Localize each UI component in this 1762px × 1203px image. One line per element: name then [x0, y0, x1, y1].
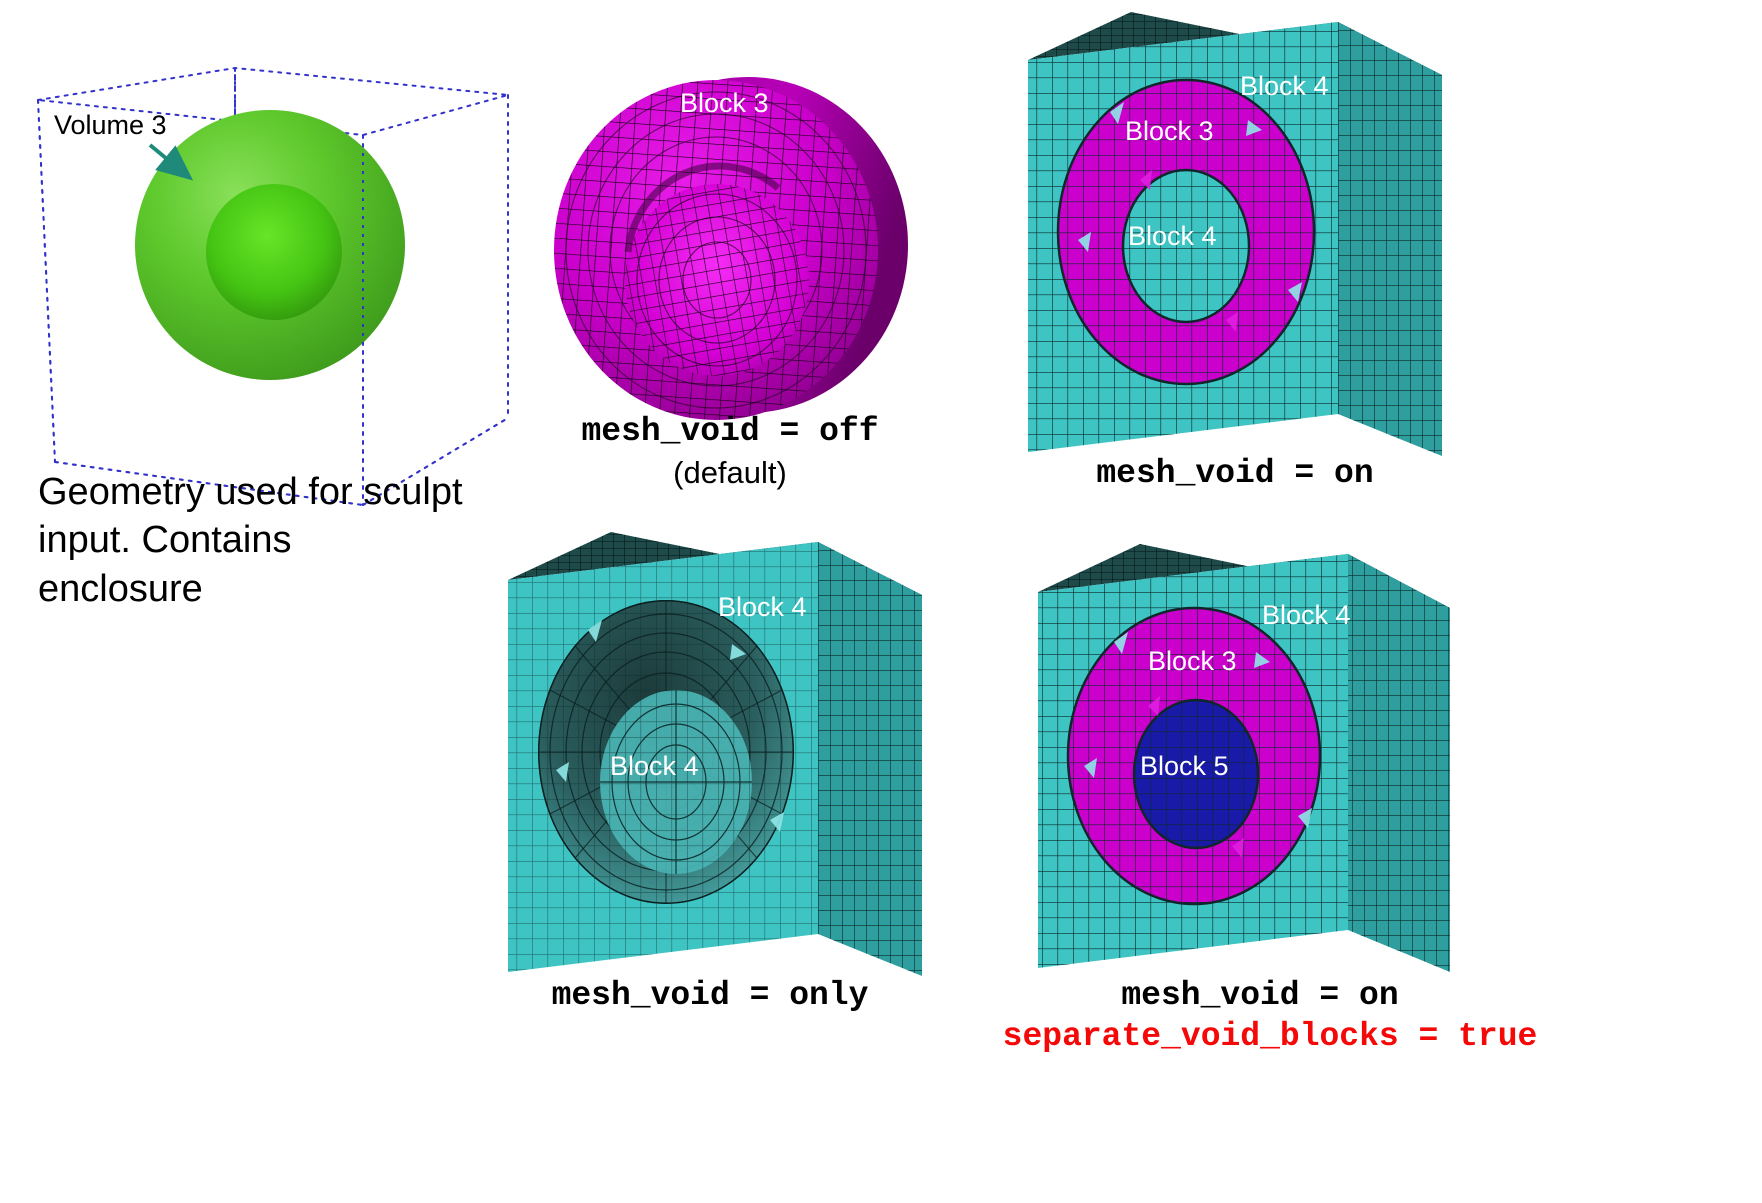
- inner-bulge-shadow: [624, 162, 781, 253]
- enclosure-front-edges: [37, 95, 509, 506]
- front-face-contents: [508, 542, 818, 972]
- block-4-label-inner: Block 4: [1128, 221, 1217, 251]
- volume-3-arrow-icon: [148, 143, 194, 181]
- caption-mesh-void-off: mesh_void = off: [581, 413, 879, 450]
- block-4-label-outer: Block 4: [1240, 71, 1329, 101]
- block-4-label-cavity: Block 4: [610, 751, 699, 781]
- geometry-caption: Geometry used for sculpt input. Contains…: [38, 468, 508, 613]
- block-3-label: Block 3: [1125, 116, 1214, 146]
- front-face-contents: [1038, 554, 1348, 968]
- block-4-label-outer: Block 4: [1262, 600, 1351, 630]
- volume-3-label: Volume 3: [54, 110, 167, 140]
- mesh-void-only-svg: Block 4 Block 4: [508, 532, 922, 976]
- caption-default-note: (default): [673, 455, 787, 490]
- geometry-caption-line-1: Geometry used for sculpt: [38, 471, 463, 513]
- panel-mesh-void-on-separate: Block 4 Block 3 Block 5: [980, 530, 1500, 1010]
- panel-mesh-void-off: Block 3: [520, 40, 950, 460]
- geometry-caption-line-3: enclosure: [38, 567, 203, 610]
- panel-mesh-void-on: Block 4 Block 3 Block 4: [990, 0, 1460, 500]
- block-3-label: Block 3: [680, 88, 769, 118]
- front-face-contents: [1028, 22, 1338, 452]
- block-3-label: Block 3: [1148, 646, 1237, 676]
- caption-mesh-void-on: mesh_void = on: [1096, 455, 1374, 492]
- block-5-label: Block 5: [1140, 751, 1229, 781]
- block3-mesh-svg: Block 3: [554, 77, 908, 420]
- mesh-void-separate-svg: Block 4 Block 3 Block 5: [1038, 544, 1450, 972]
- caption-separate-void-blocks: separate_void_blocks = true: [1002, 1018, 1538, 1055]
- inner-sphere: [206, 184, 342, 320]
- caption-mesh-void-only: mesh_void = only: [551, 977, 869, 1014]
- mesh-void-on-svg: Block 4 Block 3 Block 4: [1028, 12, 1442, 456]
- inner-sphere-mesh: [625, 184, 809, 376]
- geometry-caption-line-2: input. Contains: [38, 519, 292, 562]
- geometry-svg: Volume 3: [37, 66, 509, 506]
- panel-mesh-void-only: Block 4 Block 4: [470, 520, 940, 1010]
- panel-geometry: Volume 3: [0, 0, 520, 520]
- caption-mesh-void-on-2: mesh_void = on: [1121, 977, 1399, 1014]
- block-4-label-outer: Block 4: [718, 592, 807, 622]
